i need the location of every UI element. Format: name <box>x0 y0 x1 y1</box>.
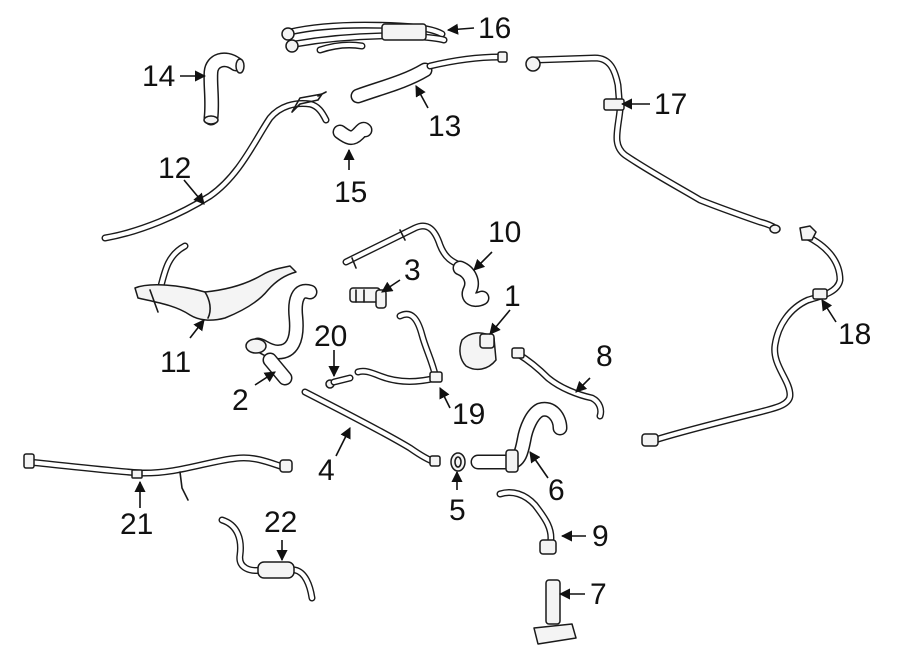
part-6-hose <box>470 401 568 473</box>
callout-2: 2 <box>232 384 249 417</box>
callout-4: 4 <box>318 454 335 487</box>
callout-18: 18 <box>838 318 871 351</box>
callout-7: 7 <box>590 578 607 611</box>
callout-8: 8 <box>596 340 613 373</box>
callout-5: 5 <box>449 494 466 527</box>
callout-17: 17 <box>654 88 687 121</box>
callout-16: 16 <box>478 12 511 45</box>
callout-9: 9 <box>592 520 609 553</box>
part-22-hose <box>218 516 316 602</box>
part-3-connector <box>349 287 387 309</box>
part-7-pipe <box>533 579 577 645</box>
part-9-tube <box>496 488 557 555</box>
part-10-tube <box>342 222 490 308</box>
callout-13: 13 <box>428 110 461 143</box>
part-14-hose <box>203 52 245 126</box>
part-15-hose <box>332 121 373 146</box>
callout-11: 11 <box>160 346 191 379</box>
part-12-tube <box>101 91 330 242</box>
callout-22: 22 <box>264 506 297 539</box>
part-20-bolt <box>325 374 354 389</box>
part-5-clamp <box>450 452 466 472</box>
part-2-hose <box>245 283 318 386</box>
part-17-pipe <box>525 54 781 234</box>
part-13-hose <box>350 51 508 104</box>
part-19-tube <box>354 310 443 385</box>
part-4-rod <box>301 388 441 467</box>
callout-3: 3 <box>404 254 421 287</box>
part-11-hose <box>134 242 297 321</box>
part-18-pipe <box>641 225 844 447</box>
callout-10: 10 <box>488 216 521 249</box>
callout-15: 15 <box>334 176 367 209</box>
callout-1: 1 <box>504 280 521 313</box>
part-16-hose-assembly <box>281 21 448 54</box>
callout-19: 19 <box>452 398 485 431</box>
callout-14: 14 <box>142 60 175 93</box>
leader-lines <box>134 23 837 600</box>
callout-12: 12 <box>158 152 191 185</box>
part-8-tube <box>511 347 605 420</box>
callout-21: 21 <box>120 508 153 541</box>
callout-6: 6 <box>548 474 565 507</box>
part-21-harness <box>23 453 293 501</box>
callout-20: 20 <box>314 320 347 353</box>
part-1-housing <box>459 332 497 371</box>
callout-labels: 1 2 3 4 5 6 7 8 9 10 11 12 13 14 15 16 1… <box>120 12 871 611</box>
